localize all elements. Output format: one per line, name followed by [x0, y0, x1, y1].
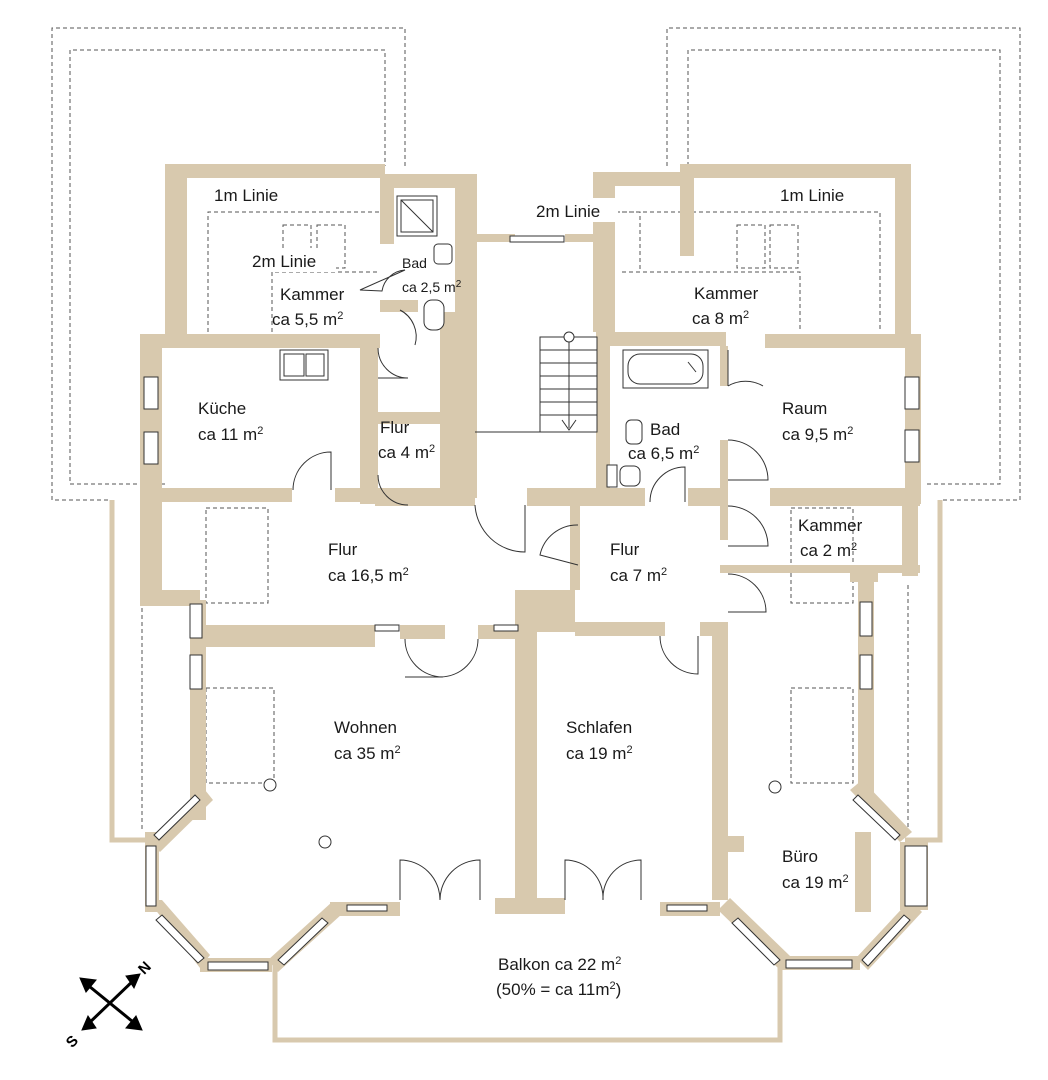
staircase — [539, 331, 598, 433]
height-line-labels: 1m Linie 2m Linie 2m Linie 1m Linie — [210, 184, 863, 272]
room-wohnen-name: Wohnen — [334, 718, 397, 737]
sink-icon — [279, 349, 329, 381]
doors — [292, 269, 769, 901]
compass-south: S — [63, 1032, 82, 1051]
room-buero-area: ca 19 m2 — [782, 873, 849, 892]
label-1m-line-left: 1m Linie — [214, 186, 278, 205]
room-buero-name: Büro — [782, 847, 818, 866]
room-kammer-left-name: Kammer — [280, 285, 345, 304]
room-kammer-right-area: ca 8 m2 — [692, 309, 749, 328]
fixtures — [263, 195, 782, 849]
room-balkon-area: Balkon ca 22 m2 — [498, 955, 621, 974]
room-bad-large-name: Bad — [650, 420, 680, 439]
bathtub-icon — [622, 349, 709, 389]
ceiling-lights — [263, 778, 782, 849]
compass-arrows-icon — [79, 973, 143, 1031]
room-kueche-area: ca 11 m2 — [198, 425, 263, 444]
toilet-icon — [423, 243, 643, 488]
room-kammer-small-name: Kammer — [798, 516, 863, 535]
label-2m-line-left: 2m Linie — [252, 252, 316, 271]
room-bad-small-name: Bad — [402, 255, 427, 271]
room-bad-large-area: ca 6,5 m2 — [628, 444, 699, 463]
room-balkon-half: (50% = ca 11m2) — [496, 980, 621, 999]
label-1m-line-right: 1m Linie — [780, 186, 844, 205]
room-flur-mid-area: ca 7 m2 — [610, 566, 667, 585]
room-kammer-small-area: ca 2 m2 — [800, 541, 857, 560]
roof-outline-right — [666, 27, 1021, 501]
room-schlafen-name: Schlafen — [566, 718, 632, 737]
room-raum-area: ca 9,5 m2 — [782, 425, 853, 444]
room-labels: Kammer ca 5,5 m2 Bad ca 2,5 m2 Kammer ca… — [198, 255, 863, 999]
room-flur-mid-name: Flur — [610, 540, 640, 559]
room-kammer-right-name: Kammer — [694, 284, 759, 303]
room-schlafen-area: ca 19 m2 — [566, 744, 633, 763]
room-kueche-name: Küche — [198, 399, 246, 418]
room-flur-small-name: Flur — [380, 418, 410, 437]
room-flur-small-area: ca 4 m2 — [378, 443, 435, 462]
label-2m-line-top: 2m Linie — [536, 202, 600, 221]
room-bad-small-area: ca 2,5 m2 — [402, 279, 462, 296]
room-wohnen-area: ca 35 m2 — [334, 744, 401, 763]
room-kammer-left-area: ca 5,5 m2 — [272, 310, 343, 329]
roof-outline-left — [51, 27, 406, 501]
room-flur-large-name: Flur — [328, 540, 358, 559]
shower-icon — [396, 195, 438, 237]
outer-railing — [109, 500, 943, 1043]
windows — [143, 235, 928, 971]
room-flur-large-area: ca 16,5 m2 — [328, 566, 409, 585]
room-raum-name: Raum — [782, 399, 827, 418]
